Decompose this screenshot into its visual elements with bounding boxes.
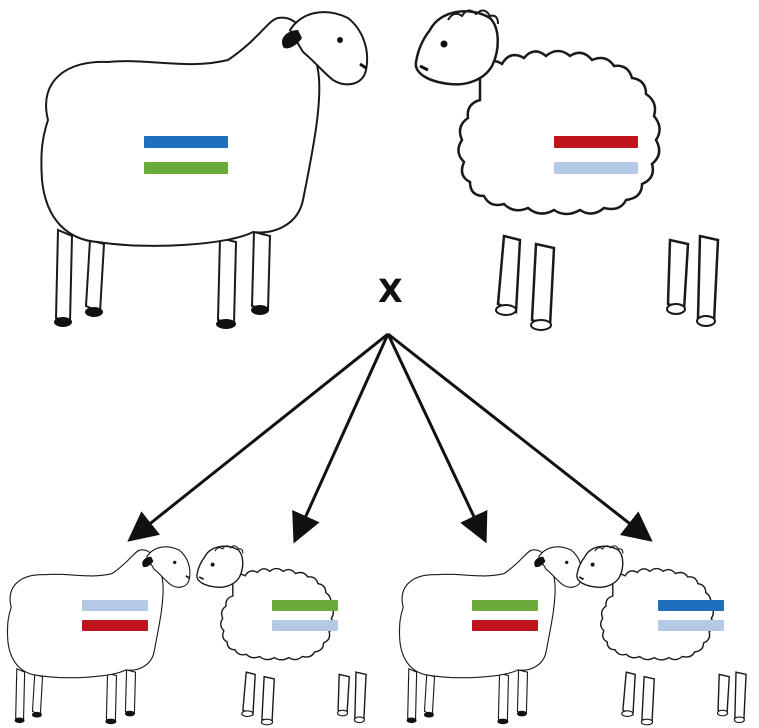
parent-right-bar-top <box>554 136 638 148</box>
cross-arrows <box>127 332 653 544</box>
parent-sheep-right <box>414 8 720 332</box>
arrow-to-offspring-2 <box>292 333 390 544</box>
offspring-1-bar-top <box>82 600 148 611</box>
parent-right-bar-bottom <box>554 162 638 174</box>
offspring-4-bar-top <box>658 600 724 611</box>
arrow-to-offspring-4 <box>387 332 653 542</box>
arrow-to-offspring-3 <box>386 333 488 544</box>
parent-sheep-left <box>39 10 369 331</box>
offspring-2-bar-top <box>272 600 338 611</box>
offspring-4-bar-bottom <box>658 620 724 631</box>
offspring-sheep-3 <box>398 545 583 726</box>
cross-symbol: X <box>378 272 403 310</box>
offspring-1-bar-bottom <box>82 620 148 631</box>
offspring-3-bar-bottom <box>472 620 538 631</box>
offspring-sheep-1 <box>6 545 191 726</box>
offspring-sheep-2 <box>196 545 367 726</box>
parent-left-bar-top <box>144 136 228 148</box>
arrow-to-offspring-1 <box>127 332 389 542</box>
parent-left-bar-bottom <box>144 162 228 174</box>
offspring-3-bar-top <box>472 600 538 611</box>
offspring-sheep-4 <box>576 545 747 726</box>
offspring-2-bar-bottom <box>272 620 338 631</box>
